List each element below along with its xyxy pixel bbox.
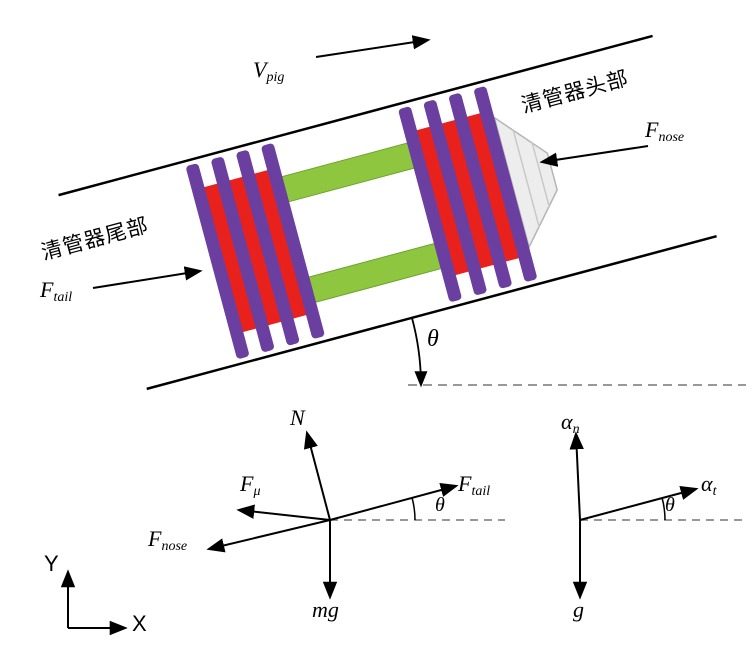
pig-disc	[398, 106, 462, 302]
pig-disc	[449, 93, 512, 289]
velocity-arrow	[315, 35, 431, 58]
f-tail-label: Ftail	[40, 277, 73, 305]
x-axis-label: X	[132, 611, 147, 636]
incline-angle-label: θ	[427, 326, 439, 352]
friction-force-arrow	[236, 504, 331, 521]
velocity-label-sub: pig	[266, 69, 285, 85]
gravity-label: g	[573, 597, 584, 622]
normal-accel-arrow	[569, 431, 584, 521]
force-angle-label: θ	[435, 494, 445, 516]
accel-angle-label: θ	[665, 494, 675, 516]
normal-accel-label: αn	[561, 409, 580, 437]
f-nose-force-arrow	[206, 519, 331, 553]
y-axis-label: Y	[44, 551, 59, 576]
f-nose-arrow	[539, 145, 649, 167]
nose-facet-line	[531, 141, 551, 208]
pig-disc	[236, 150, 300, 346]
pig-disc	[211, 157, 274, 352]
pipe-and-pig-group	[58, 34, 717, 391]
f-tail-force-arrow	[329, 483, 459, 521]
pipe-bottom-wall	[146, 234, 717, 391]
f-tail-force-label: Ftail	[458, 471, 491, 499]
velocity-label-base: V	[253, 57, 267, 82]
f-nose-force-label: Fnose	[148, 526, 188, 554]
accel-angle-arc	[661, 497, 666, 521]
weight-label: mg	[312, 597, 339, 622]
tangential-accel-label: αt	[701, 471, 717, 499]
tangential-accel-arrow	[579, 485, 699, 521]
pig-disc	[423, 100, 487, 295]
normal-force-label: N	[290, 405, 305, 430]
pig-disc	[186, 163, 249, 359]
friction-force-label: Fμ	[240, 471, 261, 499]
pig-rod-top	[279, 142, 417, 203]
pig-disc	[474, 86, 537, 282]
velocity-label: Vpig	[253, 57, 285, 85]
force-angle-arc	[411, 497, 416, 521]
f-tail-arrow	[92, 266, 203, 289]
pig-disc	[261, 143, 325, 339]
incline-angle-arc	[411, 317, 428, 388]
f-nose-label: Fnose	[645, 117, 685, 145]
nose-facet-line	[512, 129, 541, 228]
pig-rod-bottom	[306, 242, 444, 304]
normal-force-arrow	[303, 430, 331, 521]
pipe-top-wall	[58, 34, 653, 197]
